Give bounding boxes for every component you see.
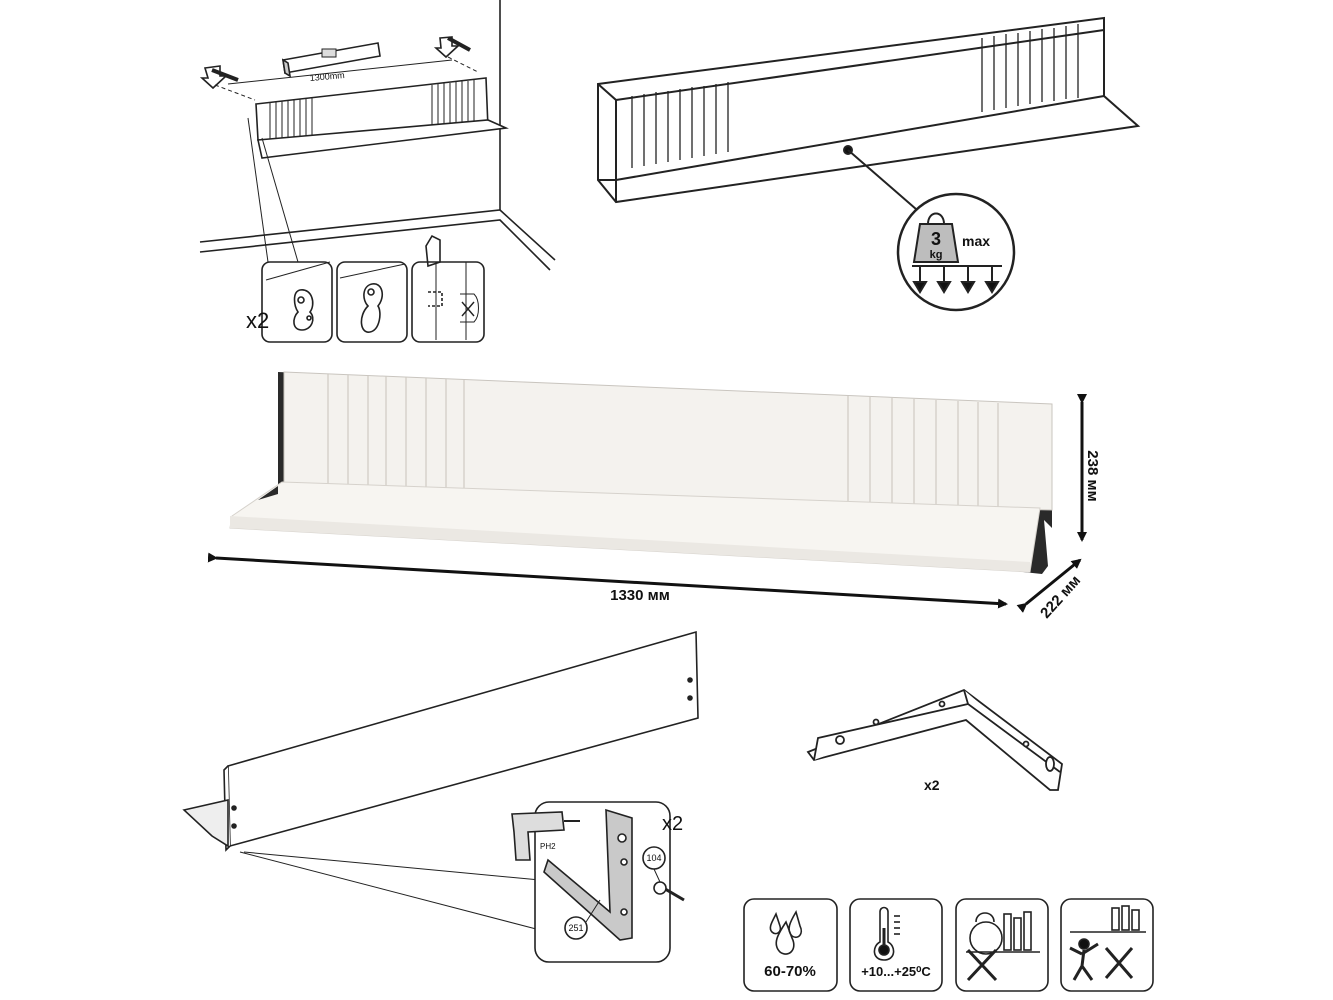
wrong-mount-icon <box>425 234 479 340</box>
keyhole-icon <box>339 263 406 333</box>
weight-value: 3 <box>931 229 941 249</box>
drill-icon <box>511 811 580 861</box>
bracket-panel <box>806 688 1063 791</box>
water-drops-icon <box>769 910 803 955</box>
load-shelf-panel <box>597 16 1141 312</box>
height-dimension-label: 238 мм <box>1084 450 1101 501</box>
mark-arrow-icon <box>199 65 239 90</box>
dimension-shelf-panel <box>229 371 1053 574</box>
assembly-panel <box>182 630 699 963</box>
thermometer-icon <box>873 906 900 961</box>
level-distance-label: 1300mm <box>309 70 345 83</box>
bracket-part <box>543 808 633 941</box>
detail-count-label: x2 <box>662 813 683 835</box>
humidity-card <box>743 898 838 992</box>
load-arrows-icon <box>912 266 1000 294</box>
wall-installation-panel <box>199 0 556 343</box>
mark-arrow-icon <box>433 36 471 59</box>
part-bracket-label: 251 <box>568 923 583 933</box>
width-dimension-label: 1330 мм <box>610 587 670 604</box>
no-climbing-card <box>1060 898 1154 992</box>
weight-unit: kg <box>930 249 943 261</box>
part-screw-label: 104 <box>646 853 661 863</box>
humidity-label: 60-70% <box>764 963 816 980</box>
hook-count-label: x2 <box>246 308 269 333</box>
weight-max-label: max <box>962 233 990 249</box>
temperature-card <box>849 898 943 992</box>
dimension-arrows <box>207 394 1087 613</box>
no-climbing-icon <box>1069 905 1146 981</box>
temperature-label: +10...+25⁰C <box>861 964 931 979</box>
no-heavy-load-icon <box>966 911 1040 982</box>
bracket-count-label: x2 <box>924 777 940 793</box>
wall-hook-icon <box>265 261 331 331</box>
no-heavy-load-card <box>955 898 1049 992</box>
weight-icon <box>912 212 960 263</box>
screwdriver-label: PH2 <box>540 842 556 851</box>
spirit-level-icon <box>281 42 381 78</box>
depth-dimension-label: 222 мм <box>1037 572 1084 622</box>
